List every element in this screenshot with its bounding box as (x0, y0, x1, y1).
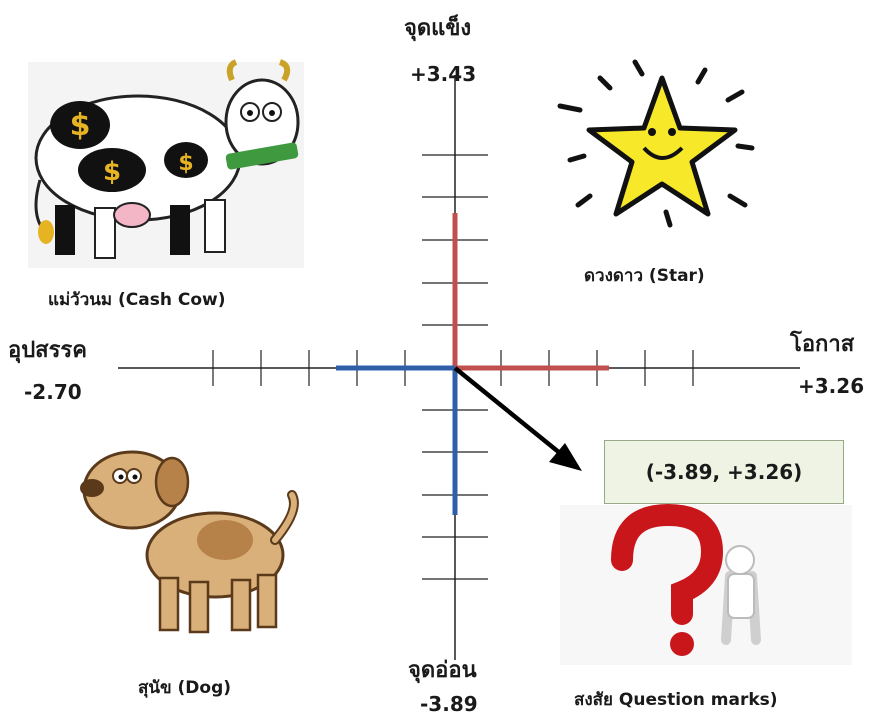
caption-cash-cow: แม่วัวนม (Cash Cow) (48, 286, 226, 313)
question-mark-icon (560, 505, 852, 665)
caption-dog: สุนัข (Dog) (138, 674, 231, 701)
star-icon (560, 62, 752, 225)
caption-star: ดวงดาว (Star) (584, 262, 705, 289)
axis-left-value: -2.70 (24, 380, 82, 404)
result-coordinate-text: (-3.89, +3.26) (646, 460, 803, 484)
axis-right-value: +3.26 (798, 374, 864, 398)
axis-bottom-title: จุดอ่อน (408, 652, 477, 687)
svg-text:$: $ (70, 108, 91, 143)
svg-text:$: $ (178, 151, 193, 176)
cash-cow-icon: $ $ $ (28, 62, 304, 268)
result-coordinate-box: (-3.89, +3.26) (604, 440, 844, 504)
axis-left-title: อุปสรรค (8, 332, 87, 367)
svg-text:$: $ (103, 157, 121, 187)
axis-top-value: +3.43 (410, 62, 476, 86)
dog-icon (80, 452, 294, 632)
axis-right-title: โอกาส (790, 326, 854, 361)
axis-bottom-value: -3.89 (420, 692, 478, 716)
axis-top-title: จุดแข็ง (404, 10, 471, 45)
caption-question-marks: สงสัย Question marks) (574, 686, 778, 713)
